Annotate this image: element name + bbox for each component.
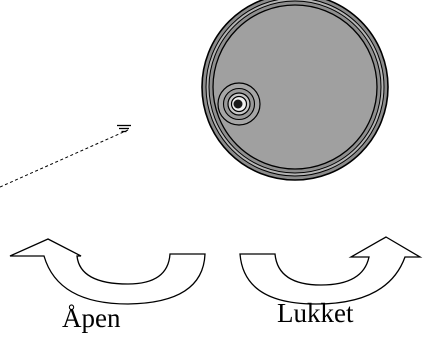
dashed-leader <box>0 129 129 188</box>
rotate-closed-arrow-icon <box>239 236 423 305</box>
bung-cap-center <box>233 99 243 109</box>
leader-end-marker-icon <box>117 124 131 133</box>
leader-line <box>0 124 131 188</box>
rotate-open-arrow-icon <box>9 238 206 305</box>
drum-lid <box>201 0 389 181</box>
bung-cap <box>217 82 261 126</box>
closed-label: Lukket <box>277 298 354 328</box>
lid-surface <box>212 4 378 170</box>
open-label: Åpen <box>62 303 121 333</box>
